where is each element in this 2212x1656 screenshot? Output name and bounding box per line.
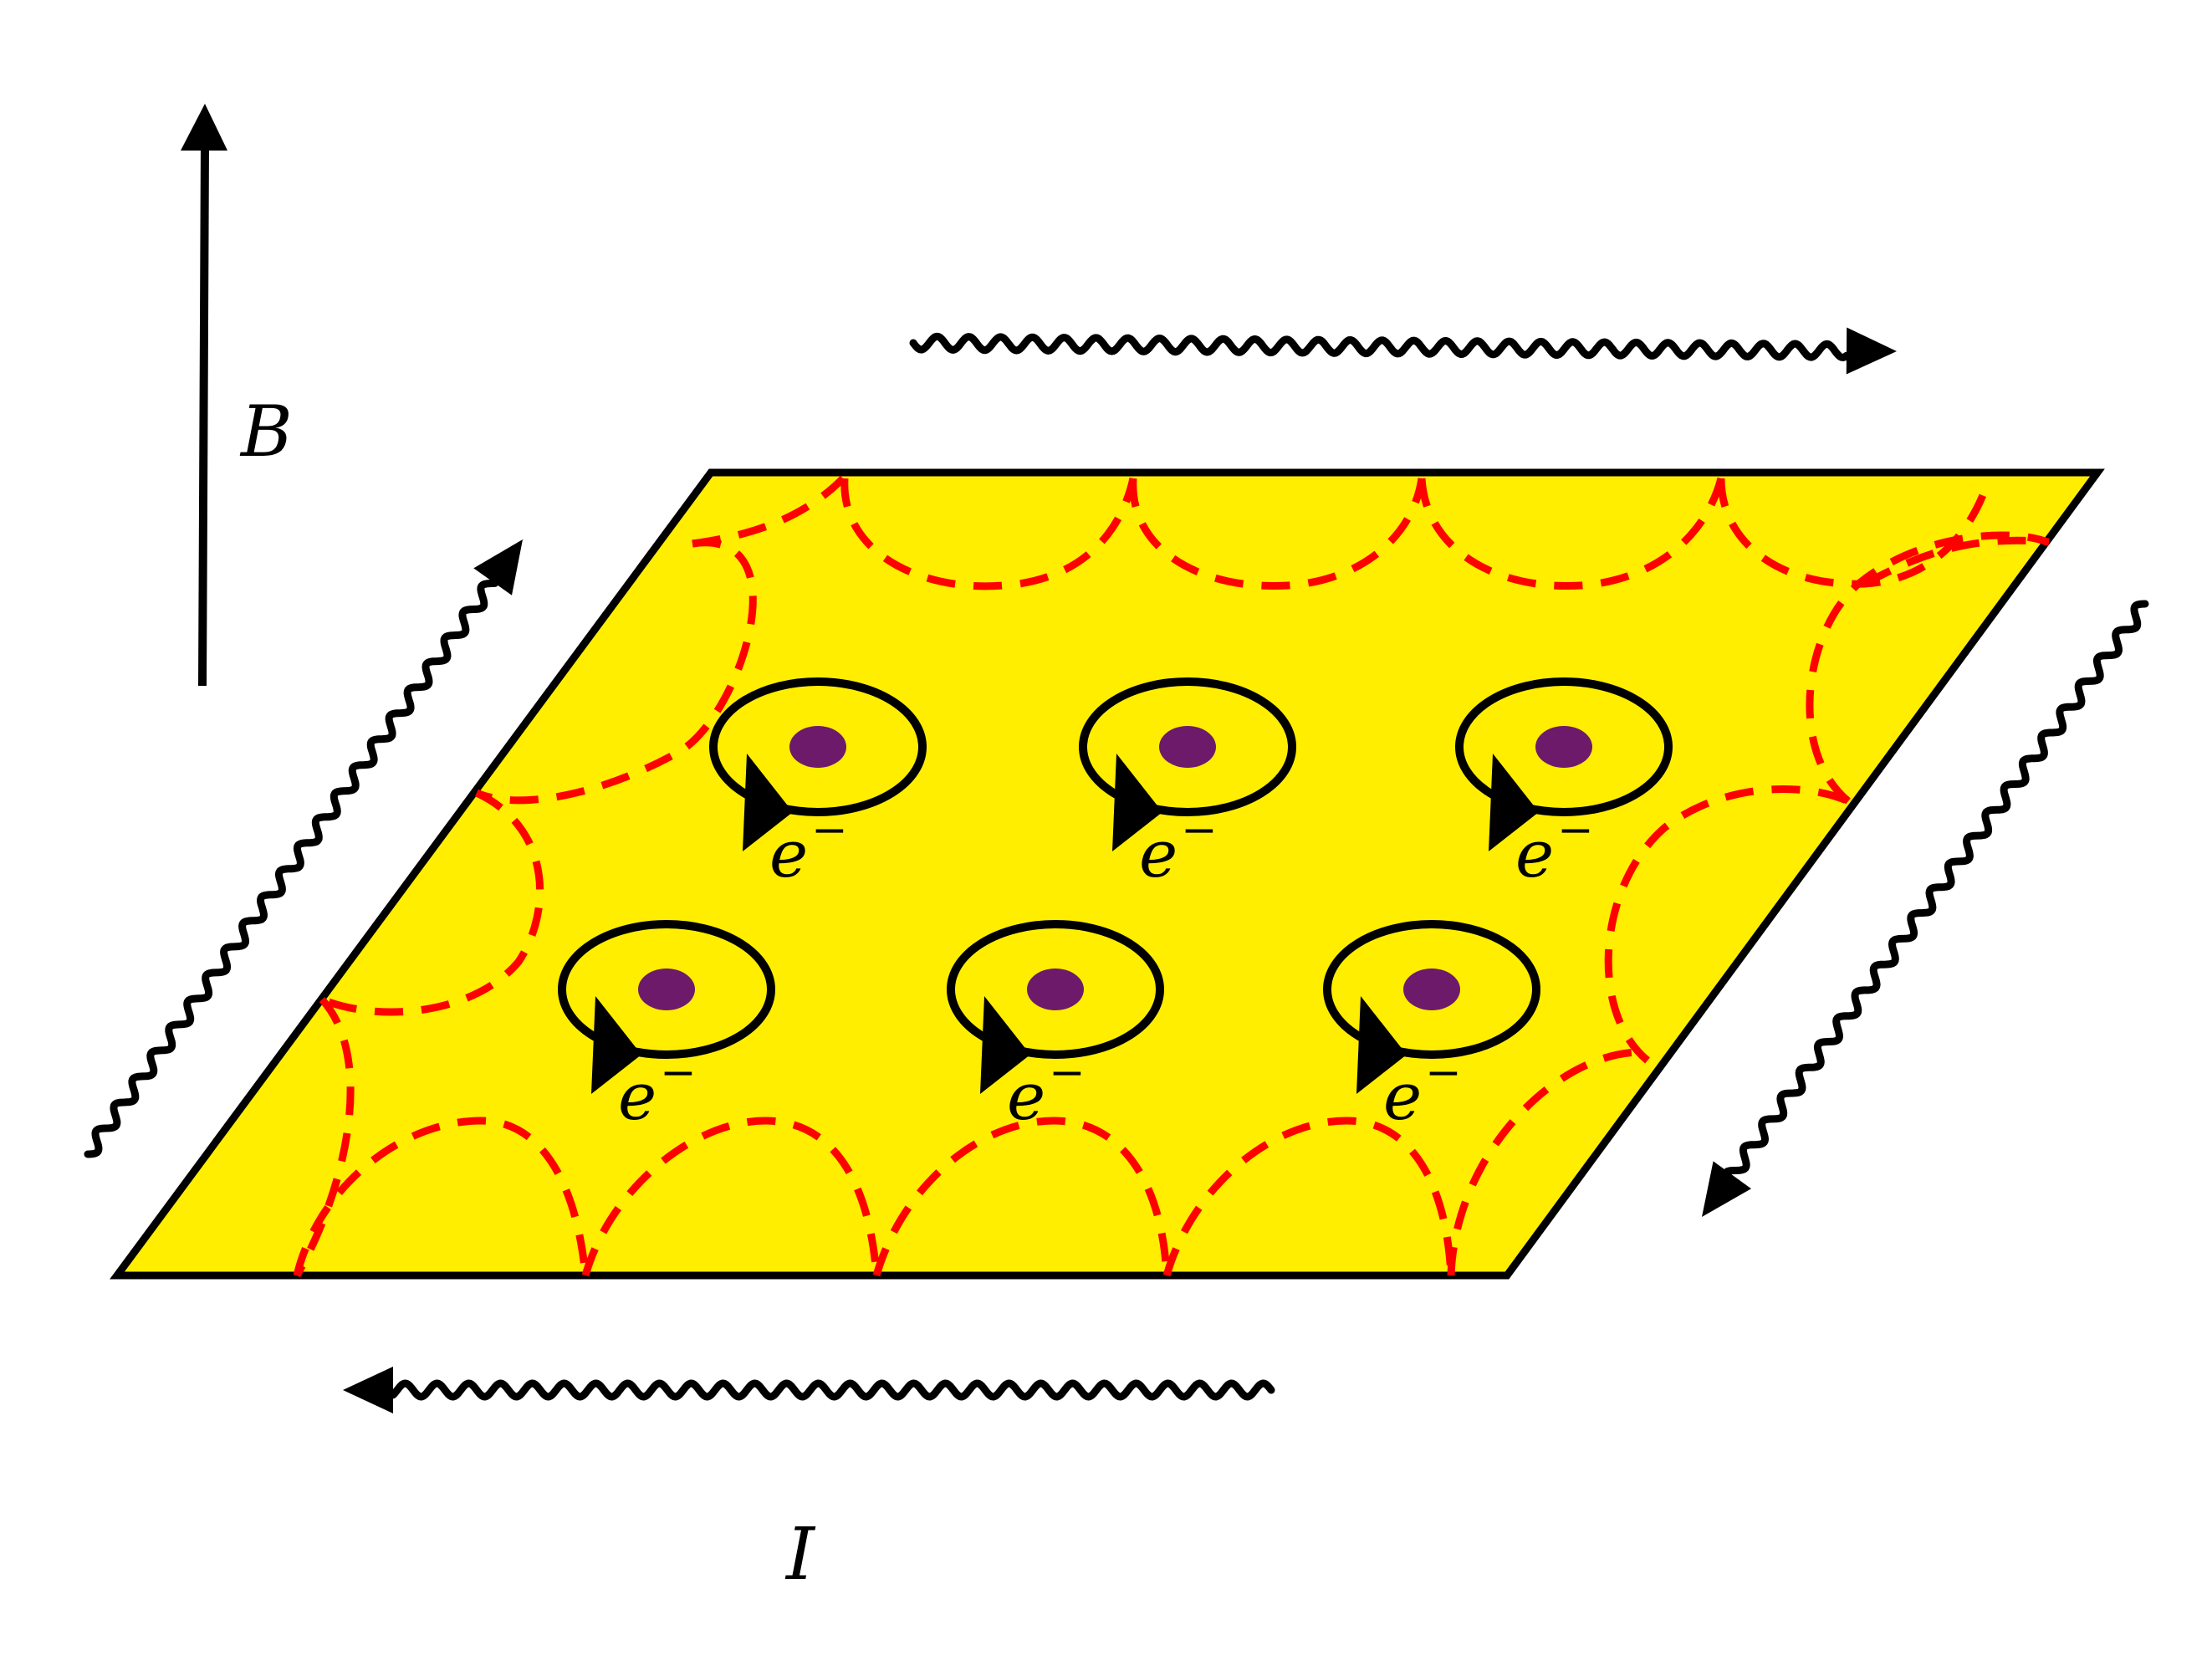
skipping-orbit xyxy=(1418,477,1725,590)
electron-charge-sign: − xyxy=(1181,805,1218,856)
skipping-orbit xyxy=(294,996,355,1278)
wavy-arrow-shaft xyxy=(389,1379,1275,1401)
electron-charge-sign: − xyxy=(811,805,848,856)
wavy-arrow xyxy=(909,327,1897,375)
wavy-arrow xyxy=(84,539,523,1158)
orbit-direction-icon xyxy=(980,996,1030,1094)
skipping-orbits xyxy=(293,475,2050,1278)
skipping-orbit xyxy=(293,1117,590,1277)
cyclotron-orbit xyxy=(1455,677,1673,816)
cyclotron-orbit xyxy=(947,920,1164,1059)
wavy-arrow-shaft xyxy=(909,332,1851,361)
skipping-orbit xyxy=(1604,785,1850,1064)
cyclotron-orbit xyxy=(558,920,775,1059)
skipping-orbit xyxy=(475,539,757,805)
cyclotron-orbit xyxy=(1323,920,1540,1059)
nucleus-dot xyxy=(638,969,695,1010)
nucleus-dot xyxy=(1535,726,1592,768)
skipping-orbit xyxy=(1806,531,2049,805)
field-label: B xyxy=(239,391,293,473)
wavy-arrow xyxy=(343,1367,1275,1413)
cyclotron-orbit xyxy=(1079,677,1296,816)
current-label: I xyxy=(784,1513,816,1597)
orbit-direction-icon xyxy=(743,754,793,851)
orbit-direction-icon xyxy=(1489,754,1539,851)
nucleus-dot xyxy=(789,726,846,768)
wavy-arrow-head xyxy=(1702,1161,1751,1217)
skipping-orbit xyxy=(320,789,544,1016)
orbit-direction-icon xyxy=(1356,996,1407,1094)
nucleus-dot xyxy=(1403,969,1460,1010)
magnetic-field-arrow: B xyxy=(181,104,293,687)
skipping-orbit xyxy=(1862,536,2050,587)
orbit-direction-icon xyxy=(1112,754,1162,851)
skipping-orbit xyxy=(1447,1048,1650,1276)
wavy-arrow-shaft xyxy=(84,579,499,1158)
wavy-arrow xyxy=(1702,600,2149,1217)
wavy-arrow-head xyxy=(343,1367,393,1413)
electron-charge-sign: − xyxy=(1557,805,1594,856)
electron-charge-sign: − xyxy=(660,1048,697,1098)
electron-charge-sign: − xyxy=(1049,1048,1086,1098)
wavy-arrow-shaft xyxy=(1724,600,2149,1176)
skipping-orbit xyxy=(840,478,1137,590)
nucleus-dot xyxy=(1027,969,1084,1010)
wavy-arrow-head xyxy=(1846,327,1897,375)
wavy-arrow-head xyxy=(473,539,523,595)
skipping-orbit xyxy=(1162,1117,1455,1277)
skipping-orbit xyxy=(581,1117,881,1277)
orbit-direction-icon xyxy=(591,996,641,1094)
electron-charge-sign: − xyxy=(1425,1048,1462,1098)
nucleus-dot xyxy=(1159,726,1216,768)
edge-current-arrows xyxy=(84,327,2149,1413)
skipping-orbit xyxy=(872,1117,1171,1277)
conducting-sheet xyxy=(110,468,2105,1280)
skipping-orbit xyxy=(1129,478,1426,590)
cyclotron-orbit xyxy=(709,677,927,816)
skipping-orbit xyxy=(692,475,846,548)
